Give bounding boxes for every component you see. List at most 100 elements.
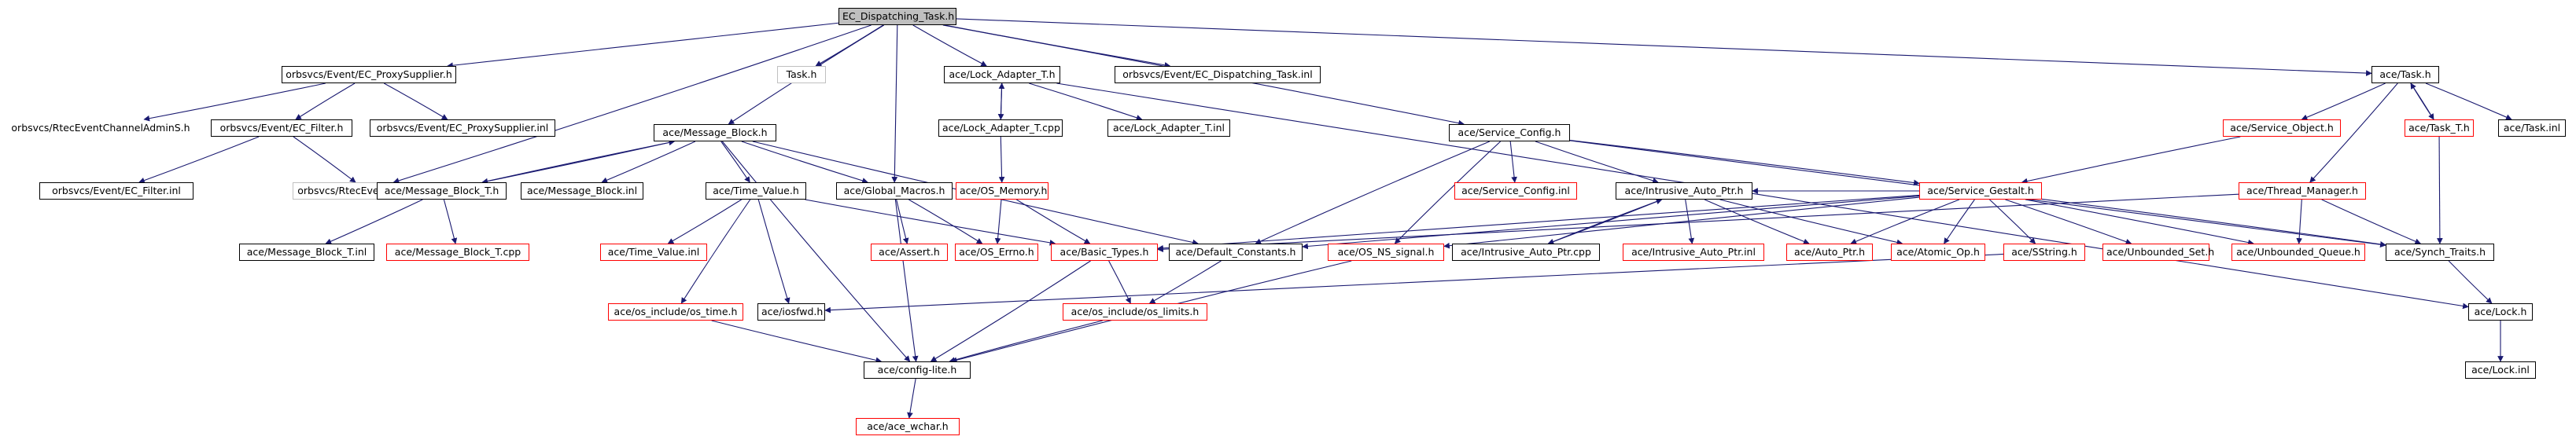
node-service-gestalt[interactable]: ace/Service_Gestalt.h: [1919, 182, 2042, 200]
node-os-ns-signal[interactable]: ace/OS_NS_signal.h: [1328, 244, 1444, 261]
node-iosfwd[interactable]: ace/iosfwd.h: [757, 303, 825, 321]
edge-service_config-to-service_gestalt: [1569, 139, 1920, 186]
node-sstring[interactable]: ace/SString.h: [2003, 244, 2085, 261]
edge-service_gestalt-to-unbounded_queue: [2025, 199, 2254, 246]
node-ecdisp-inl[interactable]: orbsvcs/Event/EC_Dispatching_Task.inl: [1115, 66, 1321, 83]
node-unbounded-queue[interactable]: ace/Unbounded_Queue.h: [2231, 244, 2365, 261]
edge-ec_filter-to-rteccommc: [293, 136, 356, 183]
edge-service_gestalt-to-auto_ptr: [1850, 199, 1960, 244]
node-rtecadmin[interactable]: orbsvcs/RtecEventChannelAdminS.h: [11, 122, 190, 134]
node-default-constants[interactable]: ace/Default_Constants.h: [1169, 244, 1303, 261]
node-root: EC_Dispatching_Task.h: [838, 8, 956, 25]
node-thread-manager[interactable]: ace/Thread_Manager.h: [2239, 182, 2366, 200]
edge-ace_task-to-thread_manager: [2309, 82, 2398, 183]
edge-ace_task-to-task_inl: [2425, 82, 2512, 120]
edge-thread_manager-to-basic_types: [1157, 193, 2239, 252]
node-ec-filter-inl[interactable]: orbsvcs/Event/EC_Filter.inl: [39, 182, 193, 200]
node-lock-adapter-inl[interactable]: ace/Lock_Adapter_T.inl: [1107, 119, 1230, 137]
node-message-block[interactable]: ace/Message_Block.h: [654, 124, 776, 141]
node-service-config[interactable]: ace/Service_Config.h: [1449, 124, 1570, 141]
edge-message_block_t-to-message_block_t_inl: [325, 199, 423, 244]
node-time-value-inl[interactable]: ace/Time_Value.inl: [600, 244, 707, 261]
node-intrusive-auto-ptr[interactable]: ace/Intrusive_Auto_Ptr.h: [1616, 182, 1752, 200]
node-service-object[interactable]: ace/Service_Object.h: [2223, 119, 2341, 137]
edge-thread_manager-to-unbounded_queue: [2296, 199, 2303, 244]
node-intrusive-auto-ptr-cpp[interactable]: ace/Intrusive_Auto_Ptr.cpp: [1452, 244, 1600, 261]
node-ec-filter[interactable]: orbsvcs/Event/EC_Filter.h: [211, 119, 352, 137]
edge-time_value-to-os_time: [680, 199, 751, 304]
node-taskh-gray[interactable]: Task.h: [777, 66, 826, 83]
edge-service_gestalt-to-os_ns_signal: [1443, 196, 1920, 249]
node-assert[interactable]: ace/Assert.h: [871, 244, 948, 261]
edge-service_gestalt-to-synch_traits: [2041, 198, 2386, 248]
edge-time_value-to-iosfwd: [757, 199, 790, 304]
node-basic-types[interactable]: ace/Basic_Types.h: [1051, 244, 1158, 261]
edge-message_block_t-to-message_block_t_cpp: [443, 199, 458, 244]
node-task-inl[interactable]: ace/Task.inl: [2498, 119, 2566, 137]
edge-root-to-proxysupplier: [447, 22, 839, 69]
edge-sstring-to-iosfwd: [824, 253, 2004, 314]
node-task-t[interactable]: ace/Task_T.h: [2405, 119, 2474, 137]
edge-root-to-rteccommc: [392, 24, 872, 184]
node-lock-adapter[interactable]: ace/Lock_Adapter_T.h: [944, 66, 1060, 83]
edge-task_t-to-synch_traits: [2437, 136, 2443, 244]
edge-time_value-to-time_value_inl: [667, 199, 742, 244]
edge-message_block_t-to-message_block: [482, 139, 676, 183]
edge-proxysupplier-to-ec_filter: [295, 82, 356, 120]
node-service-config-inl[interactable]: ace/Service_Config.inl: [1454, 182, 1577, 200]
node-message-block-t-inl[interactable]: ace/Message_Block_T.inl: [239, 244, 374, 261]
edge-proxysupplier-to-rtecadmin: [143, 82, 326, 122]
edge-basic_types-to-os_limits: [1108, 260, 1131, 304]
node-lock-inl[interactable]: ace/Lock.inl: [2465, 361, 2536, 379]
edge-time_value-to-basic_types: [805, 199, 1056, 246]
edge-root-to-taskh_gray: [815, 24, 884, 67]
edge-message_block-to-message_block_inl: [601, 141, 696, 183]
edge-intrusive_auto_ptr-to-intrusive_auto_ptr_inl: [1685, 199, 1695, 244]
edge-global_macros-to-config_lite: [894, 199, 919, 362]
node-time-value[interactable]: ace/Time_Value.h: [706, 182, 806, 200]
edge-service_gestalt-to-unbounded_set: [2005, 199, 2132, 245]
node-os-memory[interactable]: ace/OS_Memory.h: [956, 182, 1048, 200]
edge-default_constants-to-os_limits: [1148, 260, 1222, 304]
edge-message_block-to-time_value: [720, 141, 750, 183]
node-intrusive-auto-ptr-inl[interactable]: ace/Intrusive_Auto_Ptr.inl: [1623, 244, 1764, 261]
node-ace-task[interactable]: ace/Task.h: [2371, 66, 2439, 83]
edge-root-to-global_macros: [891, 24, 898, 183]
node-proxysupplier-inl[interactable]: orbsvcs/Event/EC_ProxySupplier.inl: [370, 119, 555, 137]
edge-service_config-to-intrusive_auto_ptr: [1535, 141, 1659, 184]
edge-service_gestalt-to-default_constants: [1302, 195, 1920, 250]
node-auto-ptr[interactable]: ace/Auto_Ptr.h: [1786, 244, 1873, 261]
edge-service_config-to-service_config_inl: [1509, 141, 1517, 183]
edge-intrusive_auto_ptr-to-auto_ptr: [1704, 199, 1810, 244]
node-unbounded-set[interactable]: ace/Unbounded_Set.h: [2102, 244, 2214, 261]
edge-proxysupplier-to-proxysupplier_inl: [383, 82, 448, 120]
edge-config_lite-to-ace_wchar: [907, 378, 916, 419]
node-proxysupplier[interactable]: orbsvcs/Event/EC_ProxySupplier.h: [282, 66, 456, 83]
edge-basic_types-to-config_lite: [930, 260, 1091, 362]
edge-ec_filter-to-ec_filter_inl: [138, 136, 260, 184]
edge-lock_adapter-to-lock_adapter_inl: [1029, 82, 1143, 121]
edge-global_macros-to-os_errno: [908, 199, 983, 244]
node-ace-wchar[interactable]: ace/ace_wchar.h: [856, 418, 960, 435]
edge-root-to-ace_task: [956, 18, 2372, 76]
edge-os_limits-to-config_lite: [949, 320, 1103, 363]
node-message-block-t-cpp[interactable]: ace/Message_Block_T.cpp: [386, 244, 529, 261]
node-global-macros[interactable]: ace/Global_Macros.h: [836, 182, 953, 200]
edge-message_block-to-config_lite: [721, 141, 911, 362]
node-message-block-inl[interactable]: ace/Message_Block.inl: [521, 182, 643, 200]
node-os-time[interactable]: ace/os_include/os_time.h: [608, 303, 743, 321]
node-lock-adapter-cpp[interactable]: ace/Lock_Adapter_T.cpp: [938, 119, 1063, 137]
edge-ace_task-to-service_object: [2301, 82, 2386, 120]
edge-thread_manager-to-synch_traits: [2321, 199, 2422, 244]
edge-service_config-to-default_constants: [1255, 141, 1491, 244]
node-message-block-t[interactable]: ace/Message_Block_T.h: [377, 182, 507, 200]
node-config-lite[interactable]: ace/config-lite.h: [864, 361, 971, 379]
node-synch-traits[interactable]: ace/Synch_Traits.h: [2386, 244, 2494, 261]
edge-service_gestalt-to-sstring: [1989, 199, 2036, 244]
node-atomic-op[interactable]: ace/Atomic_Op.h: [1891, 244, 1985, 261]
node-lock-h[interactable]: ace/Lock.h: [2468, 303, 2533, 321]
node-os-limits[interactable]: ace/os_include/os_limits.h: [1063, 303, 1207, 321]
node-os-errno[interactable]: ace/OS_Errno.h: [955, 244, 1038, 261]
